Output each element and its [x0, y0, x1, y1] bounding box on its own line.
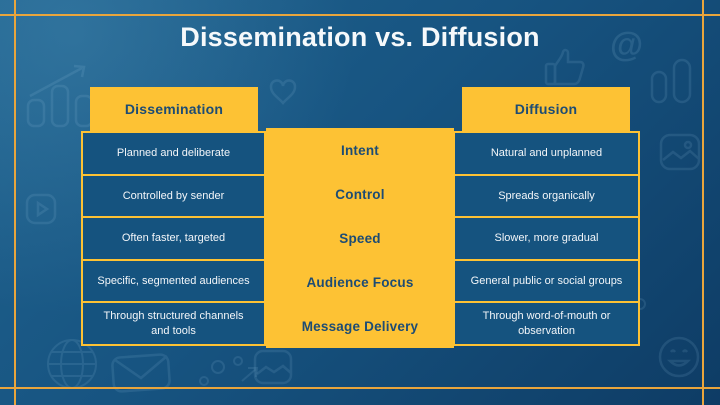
doodle-rounded-bars-icon — [648, 56, 694, 106]
page-title: Dissemination vs. Diffusion — [180, 22, 540, 52]
doodle-circles-arrow-icon — [196, 355, 262, 389]
category-label-control: Control — [335, 186, 385, 202]
frame-line-left — [14, 0, 16, 405]
category-label-audience-focus: Audience Focus — [306, 274, 414, 290]
diffusion-header-tab: Diffusion — [462, 87, 630, 131]
frame-line-top — [0, 14, 720, 16]
frame-line-right — [702, 0, 704, 405]
frame-line-bottom — [0, 387, 720, 389]
dissemination-cell-control: Controlled by sender — [83, 175, 264, 217]
category-column: Intent Control Speed Audience Focus Mess… — [266, 128, 454, 348]
category-label-intent: Intent — [341, 142, 379, 158]
diffusion-cell-message-delivery: Through word-of-mouth or observation — [455, 303, 638, 344]
doodle-play-button-icon — [24, 192, 58, 226]
dissemination-cell-speed: Often faster, targeted — [83, 218, 264, 259]
category-label-message-delivery: Message Delivery — [301, 318, 419, 334]
doodle-photo-icon — [658, 132, 702, 172]
dissemination-cell-message-delivery: Through structured channels and tools — [83, 303, 264, 344]
doodle-smiley-icon — [656, 334, 702, 380]
diffusion-cell-speed: Slower, more gradual — [455, 218, 638, 259]
diffusion-cell-audience-focus: General public or social groups — [455, 260, 638, 302]
diffusion-cell-intent: Natural and unplanned — [455, 133, 638, 174]
doodle-heart-icon — [268, 78, 298, 106]
dissemination-cell-intent: Planned and deliberate — [83, 133, 264, 174]
category-label-speed: Speed — [339, 230, 381, 246]
diffusion-cell-control: Spreads organically — [455, 175, 638, 217]
dissemination-header-tab: Dissemination — [90, 87, 258, 131]
doodle-image-icon — [252, 348, 294, 386]
dissemination-cell-audience-focus: Specific, segmented audiences — [83, 260, 264, 302]
dissemination-column: Planned and deliberate Controlled by sen… — [81, 131, 266, 346]
diffusion-column: Natural and unplanned Spreads organicall… — [453, 131, 640, 346]
